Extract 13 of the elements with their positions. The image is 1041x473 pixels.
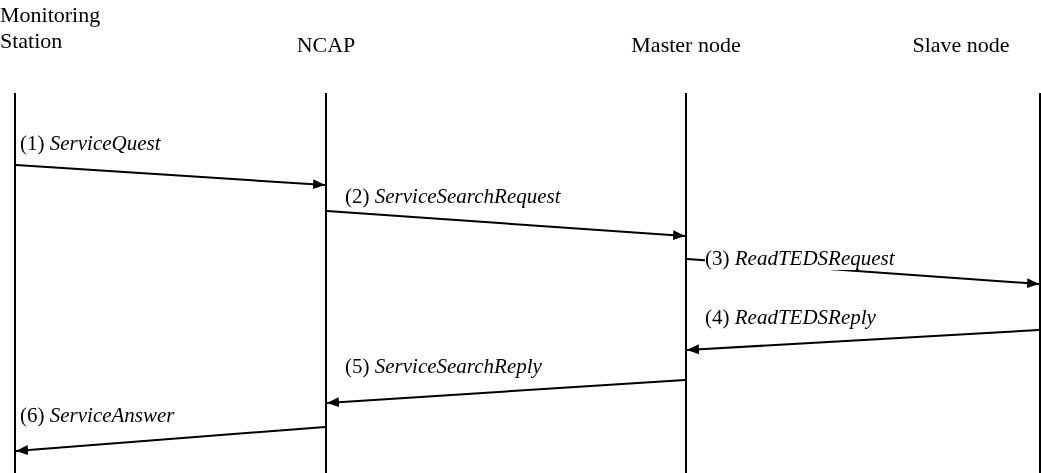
participant-label: Monitoring Station [0,2,102,54]
participant-label: NCAP [295,32,357,58]
lifeline [1039,93,1041,473]
message-arrow [15,164,326,190]
lifeline [325,93,327,473]
message-arrow [686,329,1040,355]
participant-label: Master node [630,32,742,58]
message-arrow [326,210,686,241]
message-arrow [326,379,686,408]
participant-label: Slave node [911,32,1011,58]
message-arrow [15,426,326,456]
lifeline [685,93,687,473]
lifeline [14,93,16,473]
